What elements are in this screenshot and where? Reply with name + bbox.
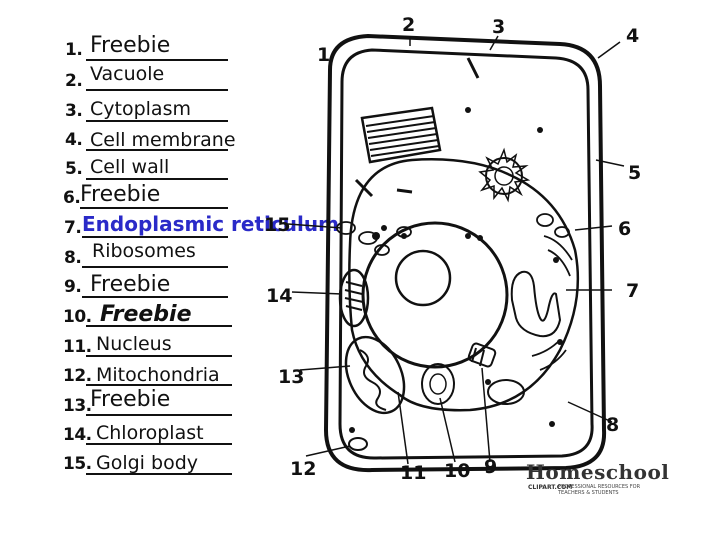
row-number-4: 4. <box>65 130 83 150</box>
small-mitochondrion <box>348 437 368 451</box>
blank-line-5 <box>86 178 228 180</box>
row-number-14: 14. <box>63 425 92 445</box>
centrosome-star <box>478 147 531 203</box>
diagram-label-8: 8 <box>606 414 620 436</box>
diagram-label-1: 1 <box>317 44 331 66</box>
diagram-label-6: 6 <box>618 218 632 240</box>
answer-13: Freebie <box>90 387 171 412</box>
blank-line-3 <box>86 120 228 122</box>
row-number-6: 6. <box>63 188 81 208</box>
chloroplast-left <box>338 268 370 328</box>
row-number-3: 3. <box>65 101 83 121</box>
row-number-13: 13. <box>63 396 92 416</box>
answer-8: Ribosomes <box>92 240 196 262</box>
row-number-8: 8. <box>64 248 82 268</box>
answer-9: Freebie <box>90 272 171 297</box>
diagram-label-15: 15 <box>264 214 291 236</box>
small-vesicles <box>336 213 570 256</box>
cell-membrane <box>338 48 594 460</box>
blank-line-6 <box>80 207 228 209</box>
row-number-1: 1. <box>65 40 83 60</box>
answer-5: Cell wall <box>90 156 170 178</box>
golgi-body <box>531 235 573 371</box>
answer-10: Freebie <box>100 302 192 327</box>
row-number-9: 9. <box>64 277 82 297</box>
row-number-15: 15. <box>63 454 92 474</box>
answer-14: Chloroplast <box>96 422 204 444</box>
diagram-label-14: 14 <box>266 285 293 307</box>
nucleolus <box>394 249 452 307</box>
row-number-12: 12. <box>63 366 92 386</box>
row-number-11: 11. <box>63 337 92 357</box>
vacuole <box>348 158 580 412</box>
blank-line-14 <box>86 443 232 445</box>
diagram-label-4: 4 <box>626 25 640 47</box>
blank-line-15 <box>86 473 232 475</box>
row-number-7: 7. <box>64 218 82 238</box>
answer-12: Mitochondria <box>96 364 220 386</box>
answer-1: Freebie <box>90 33 171 58</box>
blank-line-7 <box>82 236 228 238</box>
diagram-label-3: 3 <box>492 16 506 38</box>
blank-line-12 <box>86 384 232 386</box>
diagram-label-10: 10 <box>444 460 471 482</box>
blank-line-2 <box>86 89 228 91</box>
cell-wall <box>323 33 607 473</box>
diagram-label-9: 9 <box>484 456 498 478</box>
ribosome-cylinder <box>467 342 497 368</box>
answer-2: Vacuole <box>90 63 165 85</box>
answer-3: Cytoplasm <box>90 98 191 120</box>
blank-line-8 <box>82 266 228 268</box>
blank-line-4 <box>86 149 228 151</box>
row-number-10: 10. <box>63 307 92 327</box>
logo-line1: CLIPART.COM <box>528 484 573 491</box>
diagram-label-12: 12 <box>290 458 317 480</box>
diagram-label-7: 7 <box>626 280 640 302</box>
nucleus <box>361 221 509 369</box>
diagram-label-5: 5 <box>628 162 642 184</box>
diagram-label-13: 13 <box>278 366 305 388</box>
leader-lines <box>287 35 625 465</box>
answer-4: Cell membrane <box>90 129 236 151</box>
chloroplast-top <box>360 106 442 164</box>
diagram-label-11: 11 <box>400 462 427 484</box>
ribosome-dots <box>349 107 563 433</box>
vesicle-swirl <box>421 363 455 405</box>
mitochondrion <box>344 335 406 415</box>
answer-15: Golgi body <box>96 452 198 474</box>
homeschool-logo: Homeschool CLIPART.COM PROFESSIONAL RESO… <box>526 460 669 496</box>
logo-line2: PROFESSIONAL RESOURCES FOR TEACHERS & ST… <box>558 484 641 496</box>
blank-line-1 <box>86 59 228 61</box>
logo-brand: Homeschool <box>526 460 670 484</box>
blank-line-11 <box>86 355 232 357</box>
diagram-label-2: 2 <box>402 14 416 36</box>
row-number-5: 5. <box>65 159 83 179</box>
row-number-2: 2. <box>65 71 83 91</box>
ribosome-rods <box>354 57 480 198</box>
answer-6: Freebie <box>80 182 161 207</box>
answer-11: Nucleus <box>96 333 172 355</box>
blank-line-13 <box>86 414 232 416</box>
chloroplast-bottom <box>487 379 525 405</box>
endoplasmic-reticulum <box>510 270 562 338</box>
blank-line-9 <box>82 296 228 298</box>
blank-line-10 <box>86 325 232 327</box>
